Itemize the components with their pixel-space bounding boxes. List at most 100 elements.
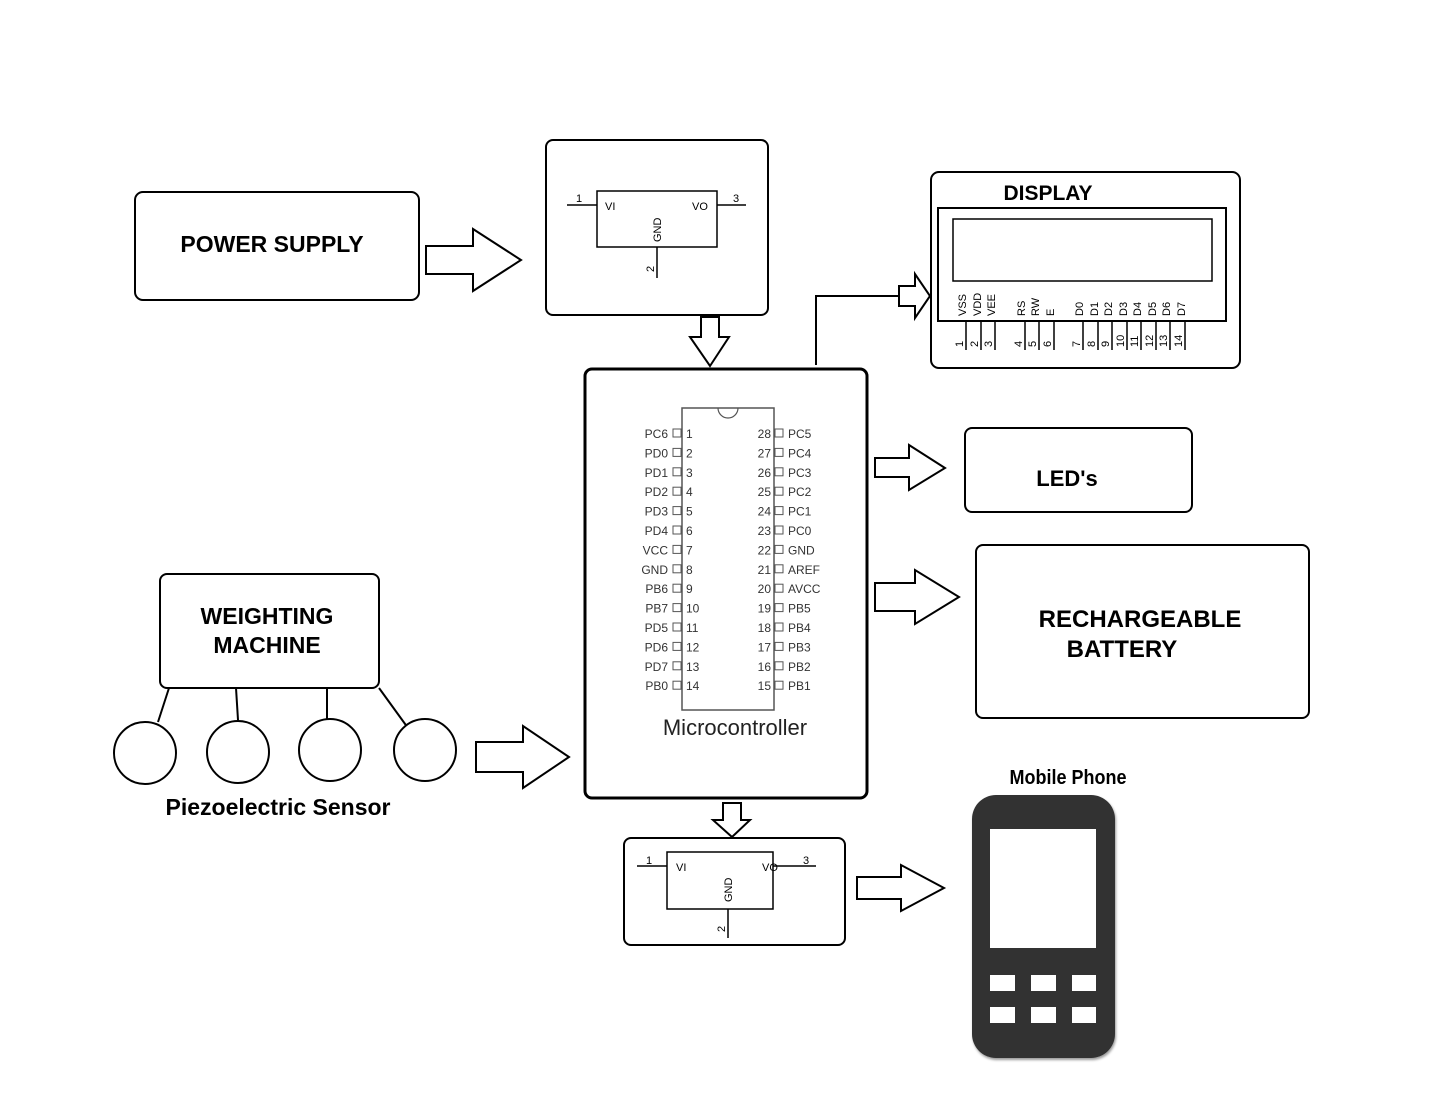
mcu-pin-number-left: 10 — [686, 602, 700, 616]
mcu-pin-label-left: PD3 — [645, 505, 669, 519]
mcu-pin-number-left: 2 — [686, 446, 693, 460]
mcu-pin-label-left: PD5 — [645, 621, 669, 635]
mcu-pin-number-right: 24 — [758, 505, 772, 519]
mcu-pin-number-right: 20 — [758, 582, 772, 596]
mobile-phone-label: Mobile Phone — [1010, 767, 1127, 789]
mcu-pin-number-left: 14 — [686, 679, 700, 693]
mcu-pin-label-right: PC0 — [788, 524, 812, 538]
mcu-pin-label-left: PB0 — [645, 679, 668, 693]
regulator-vo: VO — [692, 201, 708, 213]
piezo-sensor-3 — [298, 718, 362, 782]
leds-label: LED's — [1036, 466, 1097, 491]
mcu-pin-label-right: PC3 — [788, 466, 812, 480]
mcu-pin-label-right: PB4 — [788, 621, 811, 635]
mcu-pin-pad-right — [774, 680, 784, 690]
mcu-pin-label-left: PB7 — [645, 602, 668, 616]
mcu-pin-pad-left — [672, 467, 682, 477]
mcu-pin-pad-left — [672, 603, 682, 613]
display-label: DISPLAY — [1003, 182, 1092, 205]
lcd-pin-number: 2 — [969, 341, 981, 347]
battery-label-line1: RECHARGEABLE — [1039, 606, 1242, 633]
lcd-pin-label: D4 — [1132, 302, 1144, 316]
arrow-to-display — [898, 270, 932, 322]
mcu-pin-pad-right — [774, 661, 784, 671]
lcd-pin-label: D2 — [1103, 302, 1115, 316]
piezo-sensor-1 — [113, 721, 177, 785]
mcu-pin-number-left: 11 — [686, 621, 699, 635]
lcd-pin-number: 14 — [1173, 335, 1185, 347]
mcu-pin-label-right: PC2 — [788, 485, 812, 499]
mcu-pin-pad-right — [774, 447, 784, 457]
mcu-pin-number-left: 9 — [686, 582, 693, 596]
mcu-pin-label-right: PB3 — [788, 640, 811, 654]
lcd-pin-number: 7 — [1071, 341, 1083, 347]
arrow-sensor-to-mcu — [475, 724, 571, 790]
mcu-pin-number-right: 23 — [758, 524, 772, 538]
mcu-pin-number-right: 26 — [758, 466, 772, 480]
weighing-label-line1: WEIGHTING — [201, 603, 334, 629]
regulator2-pin-3: 3 — [803, 855, 809, 867]
mcu-pin-pad-right — [774, 583, 784, 593]
arrow-power-to-regulator — [425, 227, 523, 293]
mcu-pin-label-left: PC6 — [645, 427, 669, 441]
mcu-pin-number-left: 3 — [686, 466, 693, 480]
lcd-pin-number: 5 — [1027, 341, 1039, 347]
arrow-mcu-to-battery — [874, 568, 961, 626]
mcu-pin-label-left: PD4 — [645, 524, 669, 538]
lcd-pin-number: 1 — [954, 341, 966, 347]
mcu-pin-pad-right — [774, 603, 784, 613]
piezo-sensors: Piezoelectric Sensor — [113, 687, 457, 820]
mcu-pin-number-right: 27 — [758, 446, 772, 460]
regulator-pin-3: 3 — [733, 193, 739, 205]
weighing-machine-block: WEIGHTING MACHINE — [159, 573, 380, 689]
lcd-pin-label: D7 — [1176, 302, 1188, 316]
regulator2-pin-2: 2 — [716, 926, 728, 932]
lcd-pin-label: D3 — [1118, 302, 1130, 316]
lcd-pin-number: 3 — [983, 341, 995, 347]
mcu-pin-label-left: PD0 — [645, 446, 669, 460]
mcu-pin-pad-left — [672, 680, 682, 690]
mcu-pin-number-left: 5 — [686, 505, 693, 519]
lcd-pin-label: D6 — [1161, 302, 1173, 316]
mcu-pin-label-left: PD7 — [645, 660, 669, 674]
power-supply-block: POWER SUPPLY — [134, 191, 420, 301]
mcu-pin-number-left: 12 — [686, 640, 700, 654]
regulator2-vi: VI — [676, 862, 686, 874]
rechargeable-battery-block: RECHARGEABLE BATTERY — [975, 544, 1310, 719]
lcd-pin-number: 11 — [1129, 336, 1141, 347]
mcu-pin-pad-right — [774, 486, 784, 496]
mcu-pin-label-right: GND — [788, 543, 815, 557]
arrow-regulator-to-mcu — [688, 316, 731, 368]
mcu-pin-pad-left — [672, 661, 682, 671]
mcu-pin-number-right: 17 — [758, 640, 772, 654]
lcd-pin-label: D1 — [1089, 302, 1101, 316]
mcu-pin-pad-left — [672, 486, 682, 496]
mcu-pin-number-left: 4 — [686, 485, 693, 499]
regulator-pin-1: 1 — [576, 193, 582, 205]
phone-keypad — [990, 975, 1096, 1023]
regulator2-pin-1: 1 — [646, 855, 652, 867]
mcu-pin-number-left: 7 — [686, 543, 693, 557]
mcu-pin-number-left: 1 — [686, 427, 693, 441]
mcu-pin-pad-left — [672, 447, 682, 457]
lcd-pin-label: RS — [1016, 301, 1028, 316]
arrow-mcu-to-regulator — [710, 802, 753, 839]
lcd-pin-number: 8 — [1086, 341, 1098, 347]
mcu-pin-label-left: PB6 — [645, 582, 668, 596]
mcu-pin-number-right: 22 — [758, 543, 772, 557]
mcu-pin-pad-right — [774, 564, 784, 574]
power-supply-label: POWER SUPPLY — [180, 231, 363, 257]
mcu-pin-number-right: 25 — [758, 485, 772, 499]
lcd-pin-number: 4 — [1013, 341, 1025, 347]
battery-label-line2: BATTERY — [1067, 636, 1178, 663]
mcu-pin-number-right: 15 — [758, 679, 772, 693]
lcd-pin-label: D5 — [1147, 302, 1159, 316]
regulator-pin-2: 2 — [645, 266, 657, 272]
phone-screen — [990, 829, 1096, 948]
mcu-pin-pad-left — [672, 428, 682, 438]
mcu-pin-label-left: GND — [641, 563, 668, 577]
arrow-mcu-to-leds — [874, 443, 947, 492]
regulator-gnd: GND — [652, 218, 664, 243]
mcu-pin-pad-right — [774, 544, 784, 554]
